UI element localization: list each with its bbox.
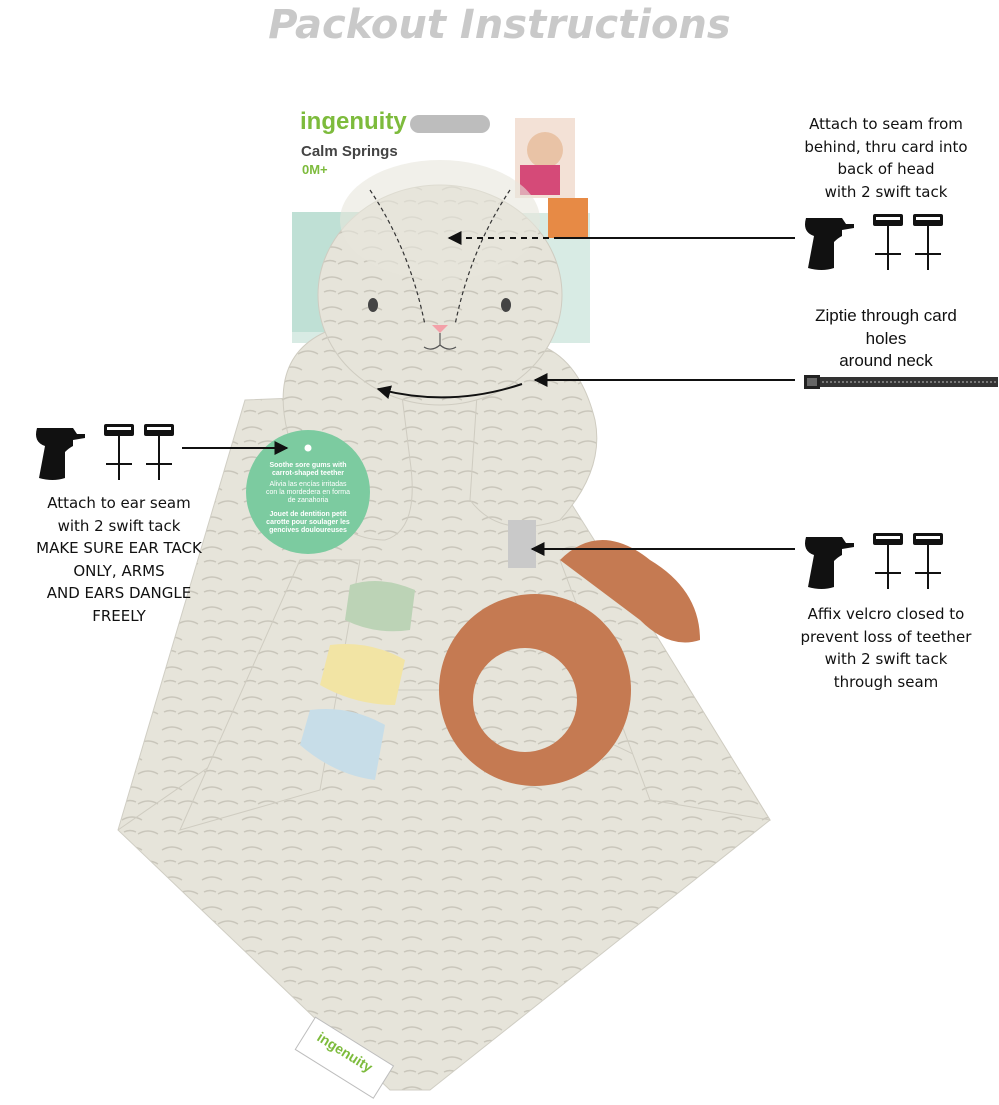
tab-green (345, 581, 415, 631)
tag-gun-icon-ear (36, 428, 85, 480)
instruction-neck: Ziptie through card holes around neck (780, 305, 992, 373)
swift-tack-icon-head-2 (913, 214, 943, 270)
left-eye (368, 298, 378, 312)
swift-tack-icon-head-1 (873, 214, 903, 270)
swift-tack-icon-teether-2 (913, 533, 943, 589)
swift-tack-icon-ear-2 (144, 424, 174, 480)
card-brand: ingenuity (300, 108, 407, 136)
instruction-ear: Attach to ear seam with 2 swift tack MAK… (8, 492, 230, 627)
swift-tack-icon-teether-1 (873, 533, 903, 589)
instruction-head: Attach to seam from behind, thru card in… (772, 113, 999, 203)
ziptie-icon (804, 375, 998, 389)
right-eye (501, 298, 511, 312)
card-product: Calm Springs (301, 143, 398, 160)
instruction-teether: Affix velcro closed to prevent loss of t… (772, 603, 999, 693)
swift-tack-icon-ear-1 (104, 424, 134, 480)
card-age: 0M+ (302, 162, 328, 177)
tag-gun-icon-head (805, 218, 854, 270)
tag-gun-icon-teether (805, 537, 854, 589)
